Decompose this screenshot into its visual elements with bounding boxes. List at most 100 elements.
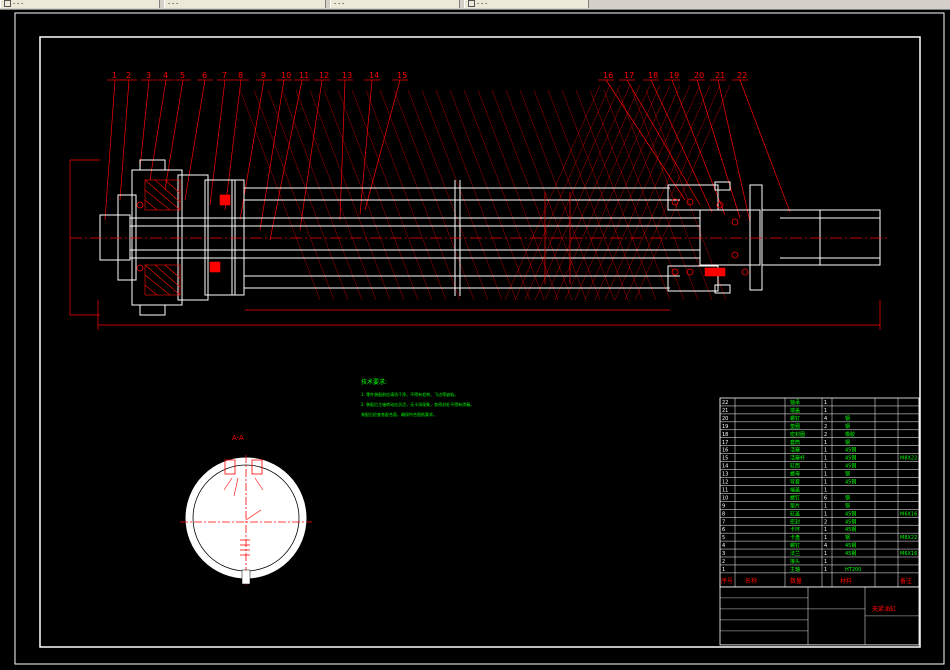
part-number-label: 10: [281, 71, 291, 80]
part-number-label: 17: [624, 71, 634, 80]
document-tab-4[interactable]: - - -: [464, 0, 589, 8]
bom-item-number: 17: [722, 440, 728, 446]
notes-line-2: 2. 装配后主轴转动应灵活，无卡滞现象，各密封处不得有渗漏。: [361, 401, 474, 407]
bom-item-qty: 1: [824, 559, 827, 565]
part-number-label: 4: [163, 71, 168, 80]
hatch-line: [281, 89, 363, 301]
bom-item-qty: 1: [824, 503, 827, 509]
bom-item-name: 活塞: [790, 447, 800, 454]
hatch-line: [544, 84, 641, 301]
leader-line: [299, 79, 323, 231]
bom-item-material: 45钢: [845, 526, 856, 533]
document-tab-strip: - - - - - - - - - - - -: [0, 0, 950, 10]
hatch-line: [534, 84, 631, 301]
bom-item-number: 14: [722, 464, 728, 470]
part-number-label: 2: [126, 71, 131, 80]
leader-line: [269, 79, 303, 241]
bom-item-name: 卡环: [790, 526, 800, 533]
bom-header-cell: 名称: [745, 577, 757, 585]
hatch-line: [449, 89, 531, 301]
hatch-line: [631, 89, 713, 301]
leader-line: [149, 79, 167, 181]
leader-line: [339, 79, 346, 221]
bom-item-note: M6X16: [900, 551, 917, 557]
hatch-line: [519, 89, 601, 301]
bom-item-name: 螺钉: [790, 415, 800, 422]
bom-item-qty: 1: [824, 487, 827, 493]
bom-item-name: 端盖: [790, 407, 800, 414]
document-tab-2[interactable]: - - -: [164, 0, 326, 8]
bom-item-number: 18: [722, 432, 728, 438]
document-tab-1[interactable]: - - -: [0, 0, 160, 8]
bom-header-cell: 序号: [721, 577, 733, 585]
technical-requirements: 技术要求: 1. 零件装配前应清洗干净，不得有毛刺、飞边等缺陷。 2. 装配后主…: [361, 378, 474, 417]
hatch-line: [561, 89, 643, 301]
bom-item-material: 钢: [845, 415, 850, 422]
bom-item-number: 3: [722, 551, 725, 557]
part-number-label: 16: [603, 71, 613, 80]
hatch-line: [564, 84, 661, 301]
part-number-label: 6: [202, 71, 207, 80]
bom-item-name: 缸筒: [790, 463, 800, 470]
leader-line: [696, 79, 741, 219]
bom-item-name: 端盖: [790, 486, 800, 493]
hatch-line: [624, 84, 721, 301]
bom-item-name: 螺钉: [790, 542, 800, 549]
section-label: A-A: [232, 434, 244, 442]
bom-item-material: 钢: [845, 423, 850, 430]
bom-item-material: 钢: [845, 534, 850, 541]
bom-item-name: 轴承: [790, 399, 800, 406]
bom-item-number: 21: [722, 408, 728, 414]
hatch-line: [603, 89, 685, 301]
bom-item-number: 6: [722, 527, 725, 533]
leader-line: [739, 79, 791, 213]
bom-item-number: 16: [722, 448, 728, 454]
leader-line: [119, 79, 130, 201]
hatch-line: [574, 84, 671, 301]
leader-line: [359, 79, 373, 216]
hatch-line: [407, 89, 489, 301]
bom-header-cell: 材料: [840, 577, 852, 585]
bom-item-qty: 2: [824, 424, 827, 430]
hatch-line: [604, 84, 701, 301]
hatch-line: [575, 89, 657, 301]
bom-item-name: 导套: [790, 479, 800, 486]
part-number-label: 22: [737, 71, 747, 80]
tab-label: - - -: [334, 0, 345, 7]
bom-item-number: 1: [722, 567, 725, 573]
section-view-a-a: A-A: [180, 434, 312, 585]
hatch-line: [589, 89, 671, 301]
hatch-line: [504, 84, 601, 301]
bom-item-qty: 1: [824, 448, 827, 454]
document-tab-3[interactable]: - - -: [330, 0, 460, 8]
leader-line: [104, 79, 116, 221]
hatch-line: [554, 84, 651, 301]
drawing-title: 夹紧油缸: [872, 605, 896, 613]
bom-item-name: 卡盘: [790, 534, 800, 541]
bom-item-material: 钢: [845, 494, 850, 501]
bom-item-number: 7: [722, 519, 725, 525]
hatch-line: [524, 84, 621, 301]
bom-item-material: 45钢: [845, 479, 856, 486]
bom-item-number: 9: [722, 503, 725, 509]
hatch-line: [365, 89, 447, 301]
leader-line: [717, 79, 751, 223]
bom-frame: [719, 397, 920, 588]
outer-frame: [14, 12, 945, 665]
leader-line: [224, 79, 242, 211]
leader-line: [605, 79, 686, 201]
bom-item-name: 套筒: [790, 439, 800, 446]
leader-line: [139, 79, 150, 169]
hatch-line: [253, 89, 335, 301]
bom-item-qty: 1: [824, 527, 827, 533]
bom-item-number: 10: [722, 495, 728, 501]
bom-item-name: 垫圈: [790, 423, 800, 430]
bom-item-note: M6X16: [900, 511, 917, 517]
bom-item-number: 8: [722, 511, 725, 517]
file-icon: [4, 0, 11, 7]
bom-item-qty: 4: [824, 416, 827, 422]
bom-item-qty: 1: [824, 408, 827, 414]
part-number-label: 19: [669, 71, 679, 80]
